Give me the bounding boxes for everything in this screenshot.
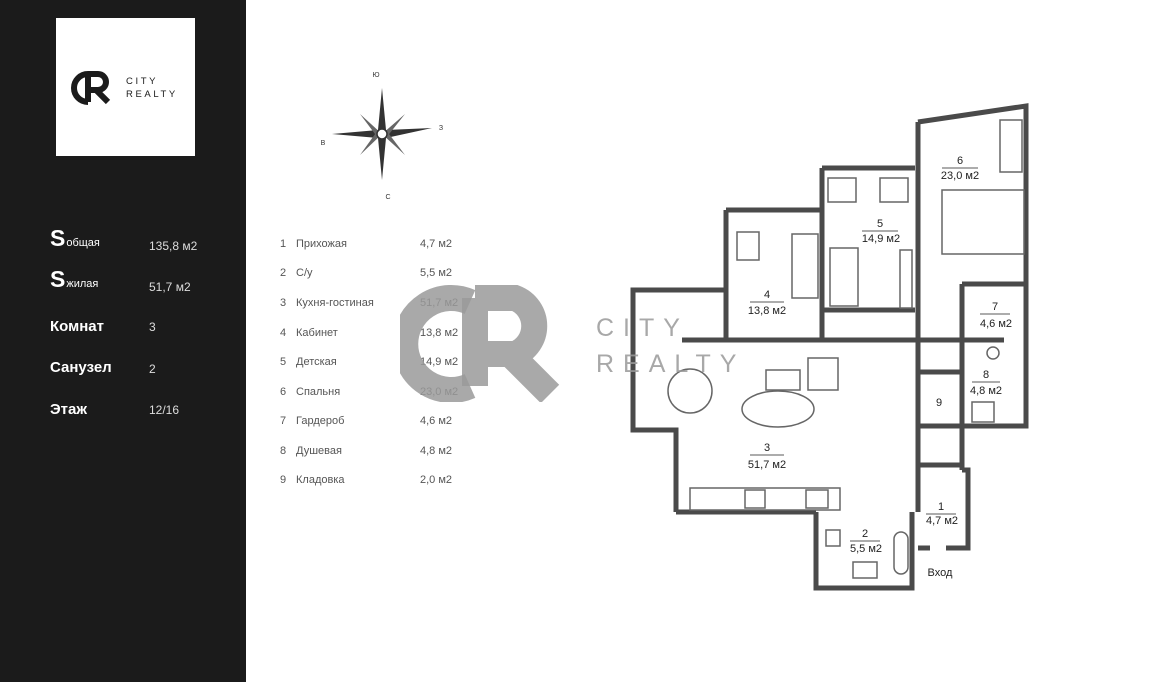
brand-logo[interactable]: CITY REALTY xyxy=(56,18,195,156)
total-area-value: 135,8 м2 xyxy=(149,239,198,253)
room-num: 6 xyxy=(280,386,287,398)
plan-label-5-num: 5 xyxy=(877,218,883,230)
room-name: Прихожая xyxy=(296,238,347,250)
room-area: 4,7 м2 xyxy=(420,238,453,250)
room-name: С/у xyxy=(296,267,313,279)
room-num: 4 xyxy=(280,327,287,339)
room-area: 5,5 м2 xyxy=(420,267,453,279)
living-area-value: 51,7 м2 xyxy=(149,280,191,294)
plan-label-3-area: 51,7 м2 xyxy=(748,459,786,471)
room-num: 8 xyxy=(280,445,287,457)
total-area-sub: общая xyxy=(66,237,100,249)
plan-label-7-num: 7 xyxy=(992,301,998,313)
compass-w-label: В xyxy=(321,140,326,147)
plan-label-6-area: 23,0 м2 xyxy=(941,170,979,182)
rooms-label: Комнат xyxy=(50,318,104,335)
bathrooms-label: Санузел xyxy=(50,359,112,376)
plan-label-7-area: 4,6 м2 xyxy=(980,318,1012,330)
room-num: 5 xyxy=(280,356,287,368)
entrance-label: Вход xyxy=(928,567,953,579)
total-area-label: Sобщая xyxy=(50,225,100,252)
room-name: Кабинет xyxy=(296,327,338,339)
compass-n-label: Ю xyxy=(372,72,379,79)
bathrooms-value: 2 xyxy=(149,362,156,376)
brand-name-line1: CITY xyxy=(126,76,159,87)
compass-s-label: С xyxy=(385,194,390,201)
sidebar: CITY REALTY Sобщая 135,8 м2 Sжилая 51,7 … xyxy=(0,0,246,682)
plan-label-6-num: 6 xyxy=(957,155,963,167)
living-area-sub: жилая xyxy=(66,278,99,290)
plan-label-4-num: 4 xyxy=(764,289,770,301)
room-num: 2 xyxy=(280,267,287,279)
total-area-symbol: S xyxy=(50,225,66,251)
room-name: Детская xyxy=(296,356,337,368)
room-name: Спальня xyxy=(296,386,341,398)
room-name: Душевая xyxy=(296,445,342,457)
room-num: 7 xyxy=(280,415,287,427)
plan-label-3-num: 3 xyxy=(764,442,770,454)
floor-label: Этаж xyxy=(50,401,87,418)
floor-value: 12/16 xyxy=(149,403,180,417)
room-name: Кухня-гостиная xyxy=(296,297,374,309)
plan-label-2-area: 5,5 м2 xyxy=(850,543,882,555)
compass-e-label: З xyxy=(439,125,443,132)
brand-name: CITY REALTY xyxy=(126,75,178,101)
rooms-value: 3 xyxy=(149,320,156,334)
living-area-symbol: S xyxy=(50,266,66,292)
watermark-line1: CITY xyxy=(596,314,689,342)
room-name: Кладовка xyxy=(296,474,345,486)
plan-label-4-area: 13,8 м2 xyxy=(748,305,786,317)
compass-icon: Ю З С В xyxy=(321,72,443,201)
plan-label-5-area: 14,9 м2 xyxy=(862,233,900,245)
plan-label-1-area: 4,7 м2 xyxy=(926,515,958,527)
room-name: Гардероб xyxy=(296,415,345,427)
cr-logo-icon xyxy=(71,71,111,105)
room-area: 4,8 м2 xyxy=(420,445,453,457)
plan-label-2-num: 2 xyxy=(862,528,868,540)
plan-label-9-num: 9 xyxy=(936,397,942,409)
plan-walls xyxy=(630,103,1029,591)
room-num: 1 xyxy=(280,238,287,250)
room-area: 4,6 м2 xyxy=(420,415,453,427)
room-num: 3 xyxy=(280,297,287,309)
plan-label-8-num: 8 xyxy=(983,369,989,381)
room-area: 2,0 м2 xyxy=(420,474,453,486)
plan-furniture xyxy=(667,119,1025,579)
plan-label-8-area: 4,8 м2 xyxy=(970,385,1002,397)
brand-name-line2: REALTY xyxy=(126,89,178,100)
watermark-line2: REALTY xyxy=(596,350,746,378)
plan-room-labels: 1 4,7 м2 2 5,5 м2 3 51,7 м2 4 13,8 м2 5 … xyxy=(748,155,1012,579)
plan-label-1-num: 1 xyxy=(938,501,944,513)
room-num: 9 xyxy=(280,474,287,486)
living-area-label: Sжилая xyxy=(50,266,98,293)
